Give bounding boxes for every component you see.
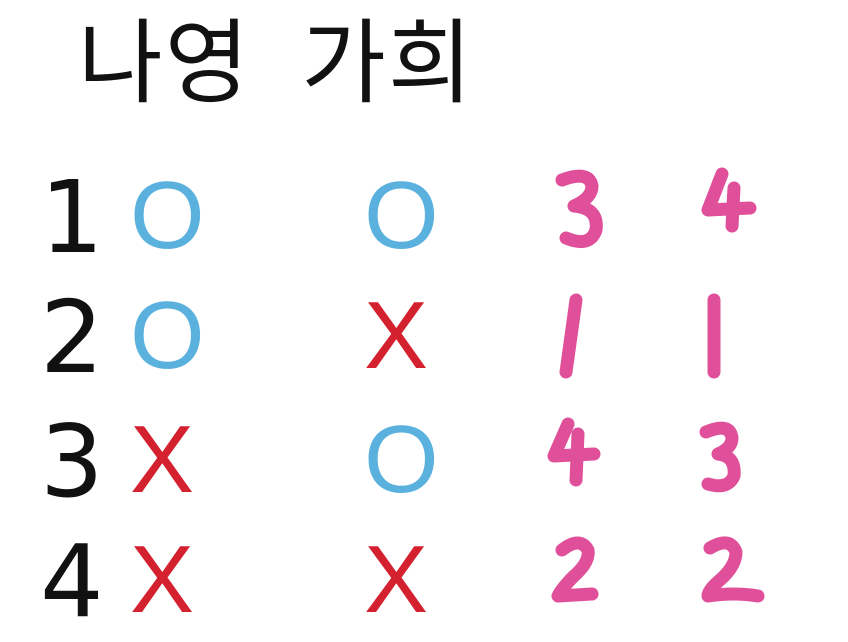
row-number: 3 [40,403,104,520]
handwritten-digit-3 [544,168,614,268]
row-number: 1 [40,159,104,276]
handwritten-digit-3 [694,412,764,512]
handwritten-digit-1 [544,288,614,388]
mark-gahee: X [364,282,429,389]
row-number: 2 [40,279,104,396]
mark-nayoung: O [130,162,205,269]
mark-nayoung: O [130,282,205,389]
header-label-gahee: 가희 [301,10,475,117]
mark-gahee: O [364,406,439,513]
mark-nayoung: X [130,526,195,633]
handwritten-digit-4 [694,167,764,268]
table-row: 2 O X [0,288,848,398]
table-row: 4 X X [0,532,848,642]
handwritten-digit-2 [694,532,765,632]
table-row: 1 O O [0,159,848,278]
header-label-nayoung: 나영 [78,10,252,117]
header: 나영 가희 [78,18,475,110]
mark-gahee: O [364,162,439,269]
table-row: 3 X O [0,412,848,522]
row-number: 4 [40,523,104,640]
mark-nayoung: X [130,406,195,513]
handwritten-digit-1 [694,288,764,388]
handwritten-digit-2 [544,532,614,632]
handwritten-digit-4 [544,412,614,512]
mark-gahee: X [364,526,429,633]
